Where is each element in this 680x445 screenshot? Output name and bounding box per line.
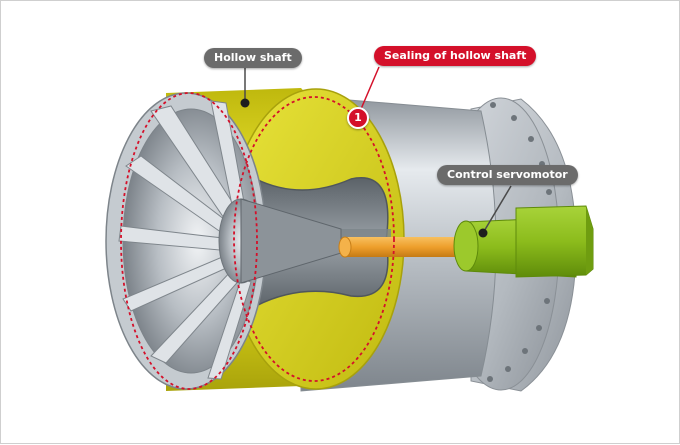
servomotor-pointer-dot: [479, 229, 488, 238]
control-rod: [339, 237, 465, 257]
hollow-shaft-pointer-dot: [241, 99, 250, 108]
sealing-number-marker: 1: [347, 107, 369, 129]
servomotor-label: Control servomotor: [437, 165, 578, 185]
hollow-shaft-label: Hollow shaft: [204, 48, 302, 68]
sealing-label: Sealing of hollow shaft: [374, 46, 536, 66]
